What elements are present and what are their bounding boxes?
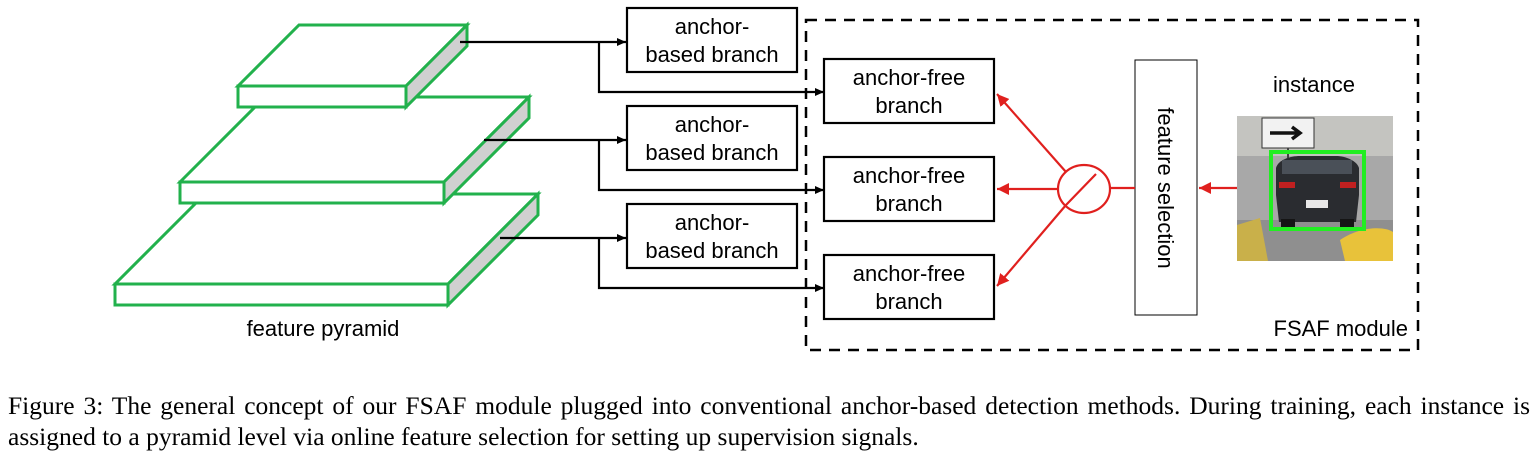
pyramid-label: feature pyramid <box>247 316 400 341</box>
instance-label: instance <box>1273 72 1355 97</box>
anchor-free-branch-3-line1: anchor-free <box>853 261 966 286</box>
figure-caption: Figure 3: The general concept of our FSA… <box>8 391 1530 451</box>
anchor-free-branch-1-line2: branch <box>875 93 942 118</box>
anchor-based-branch-1-line1: anchor- <box>675 14 750 39</box>
anchor-free-branch-2: anchor-free branch <box>822 155 996 223</box>
instance-image <box>1237 116 1393 261</box>
anchor-based-branch-1-line2: based branch <box>645 42 778 67</box>
anchor-based-branch-2: anchor- based branch <box>625 104 799 172</box>
anchor-based-branch-3-line1: anchor- <box>675 210 750 235</box>
anchor-based-branch-2-line1: anchor- <box>675 112 750 137</box>
anchor-free-branch-2-line1: anchor-free <box>853 163 966 188</box>
anchor-free-branch-3-line2: branch <box>875 289 942 314</box>
anchor-free-branch-1: anchor-free branch <box>822 57 996 125</box>
connector-level-2 <box>484 136 824 194</box>
fsaf-diagram: feature pyramid anchor- based branch anc… <box>111 6 1420 352</box>
fsaf-module-label: FSAF module <box>1274 316 1409 341</box>
selection-arrow-down <box>996 204 1067 287</box>
connector-level-1 <box>460 38 824 96</box>
pyramid-level-1 <box>234 21 471 111</box>
anchor-based-branch-3: anchor- based branch <box>625 202 799 270</box>
anchor-based-branch-1: anchor- based branch <box>625 6 799 74</box>
pyramid-level-3 <box>111 190 542 309</box>
selection-flow <box>996 93 1237 287</box>
anchor-free-branch-2-line2: branch <box>875 191 942 216</box>
anchor-based-branch-2-line2: based branch <box>645 140 778 165</box>
feature-selection-label: feature selection <box>1153 107 1178 268</box>
anchor-free-branch-3: anchor-free branch <box>822 253 996 321</box>
selection-switch-stub <box>1065 173 1097 206</box>
anchor-based-branch-3-line2: based branch <box>645 238 778 263</box>
fsaf-module-region <box>804 18 1420 352</box>
selection-arrow-up <box>996 93 1067 173</box>
connector-level-3 <box>500 234 824 292</box>
anchor-free-branch-1-line1: anchor-free <box>853 65 966 90</box>
instance-bbox <box>1269 150 1366 231</box>
pyramid-level-2 <box>176 93 533 207</box>
feature-selection-box: feature selection <box>1134 59 1198 316</box>
